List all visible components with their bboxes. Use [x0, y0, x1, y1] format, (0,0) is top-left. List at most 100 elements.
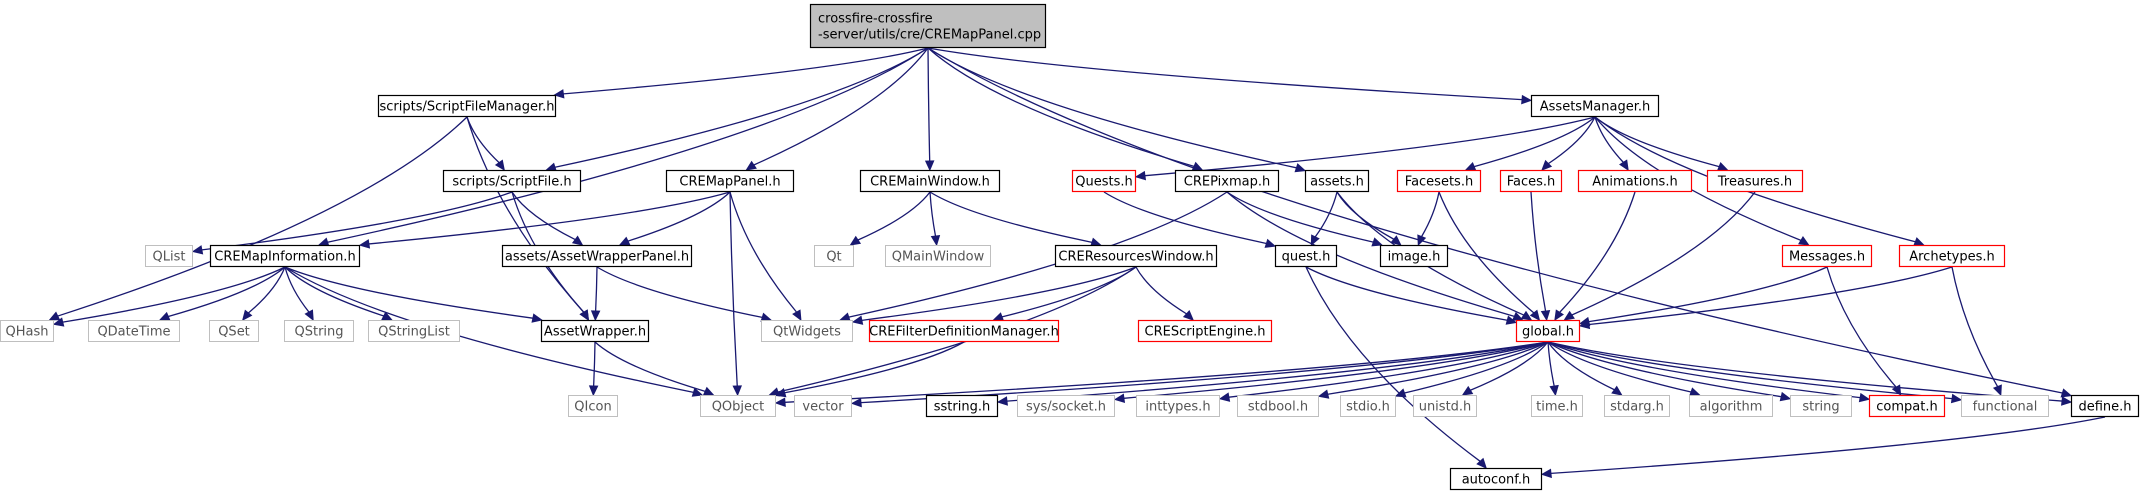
- node-cremainwindow-label: CREMainWindow.h: [870, 175, 990, 190]
- node-scriptfile[interactable]: scripts/ScriptFile.h: [442, 169, 582, 193]
- arrowhead-faces-to-global: [1540, 309, 1551, 322]
- arrowhead-archetypes-to-functional: [1992, 384, 2002, 397]
- node-creresourceswindow-label: CREResourcesWindow.h: [1058, 250, 1213, 265]
- edge-root-to-cremainwindow: [927, 47, 931, 162]
- node-cremapinformation[interactable]: CREMapInformation.h: [209, 244, 361, 268]
- node-facesets-box: [1396, 169, 1482, 193]
- node-crepixmap[interactable]: CREPixmap.h: [1174, 169, 1280, 193]
- node-qset-box: [209, 320, 259, 342]
- arrowhead-cremappanel_h-to-cremapinformation: [358, 239, 371, 249]
- edge-cremapinformation-to-qstring: [284, 266, 310, 313]
- node-vector-label: vector: [802, 400, 844, 415]
- arrowhead-global-to-time: [1549, 384, 1559, 397]
- edge-assets-to-quest: [1314, 191, 1338, 238]
- edge-assetwrapperpanel-to-assetwrapper: [594, 266, 598, 312]
- edge-assetwrapper-to-qobject: [594, 341, 706, 392]
- arrowhead-scriptfile-to-assetwrapper: [579, 309, 590, 322]
- arrowhead-cremapinformation-to-qstring: [304, 309, 314, 322]
- arrowhead-global-to-unistd: [1461, 385, 1474, 396]
- arrowhead-quest-to-autoconf: [1476, 457, 1487, 469]
- arrowhead-root-to-assetsmanager: [1521, 94, 1533, 105]
- arrowhead-global-to-algorithm: [1689, 387, 1701, 397]
- node-assets-box: [1304, 169, 1370, 193]
- edge-global-to-qobject: [784, 341, 1549, 403]
- node-crepixmap-label: CREPixmap.h: [1184, 175, 1270, 190]
- node-qstring: QString: [284, 320, 354, 342]
- node-algorithm-box: [1689, 395, 1773, 417]
- node-assetwrapperpanel[interactable]: assets/AssetWrapperPanel.h: [501, 244, 693, 268]
- arrowhead-global-to-stdbool: [1317, 389, 1330, 399]
- node-archetypes[interactable]: Archetypes.h: [1898, 244, 2006, 268]
- node-root[interactable]: crossfire-crossfire-server/utils/cre/CRE…: [809, 3, 1047, 49]
- edge-root-to-cremappanel_h: [753, 47, 929, 166]
- arrowhead-cremainwindow-to-qt: [849, 235, 862, 246]
- node-global[interactable]: global.h: [1515, 319, 1581, 343]
- node-unistd-label: unistd.h: [1419, 400, 1472, 415]
- node-syssocket: sys/socket.h: [1017, 395, 1115, 417]
- node-treasures[interactable]: Treasures.h: [1706, 169, 1804, 193]
- arrowhead-cremapinformation-to-qdatetime: [158, 311, 171, 321]
- node-stdbool-label: stdbool.h: [1248, 400, 1308, 415]
- node-scriptfile-box: [442, 169, 582, 193]
- node-qlist: QList: [145, 245, 193, 267]
- node-cremappanel_h[interactable]: CREMapPanel.h: [665, 169, 795, 193]
- arrowhead-global-to-string: [1779, 391, 1792, 402]
- arrowhead-define-to-autoconf: [1540, 468, 1552, 479]
- node-quest[interactable]: quest.h: [1274, 244, 1338, 268]
- node-define[interactable]: define.h: [2070, 394, 2140, 418]
- node-qset-label: QSet: [218, 325, 250, 340]
- node-assets[interactable]: assets.h: [1304, 169, 1370, 193]
- node-faces-label: Faces.h: [1507, 175, 1556, 190]
- node-scriptfilemanager[interactable]: scripts/ScriptFileManager.h: [377, 94, 557, 118]
- node-sstring[interactable]: sstring.h: [925, 394, 999, 418]
- edge-scriptfile-to-assetwrapperpanel: [511, 191, 576, 241]
- arrowhead-root-to-cremapinformation: [317, 237, 330, 247]
- node-archetypes-label: Archetypes.h: [1909, 250, 1995, 265]
- node-crefilterdefinitionmanager[interactable]: CREFilterDefinitionManager.h: [868, 319, 1060, 343]
- node-cremainwindow[interactable]: CREMainWindow.h: [859, 169, 1001, 193]
- node-crescriptengine[interactable]: CREScriptEngine.h: [1137, 319, 1273, 343]
- edge-root-to-assets: [927, 47, 1297, 169]
- node-quests-box: [1071, 169, 1137, 193]
- arrowhead-creresourceswindow-to-qtwidgets: [851, 315, 864, 325]
- node-assetsmanager[interactable]: AssetsManager.h: [1530, 94, 1660, 118]
- node-creresourceswindow[interactable]: CREResourcesWindow.h: [1054, 244, 1218, 268]
- node-animations[interactable]: Animations.h: [1577, 169, 1693, 193]
- node-stdio-label: stdio.h: [1346, 400, 1390, 415]
- node-define-label: define.h: [2078, 400, 2131, 415]
- node-stdarg: stdarg.h: [1604, 395, 1670, 417]
- node-qtwidgets: QtWidgets: [761, 320, 853, 342]
- node-quests[interactable]: Quests.h: [1071, 169, 1137, 193]
- node-faces-box: [1499, 169, 1563, 193]
- edge-global-to-string: [1547, 341, 1782, 398]
- node-qhash: QHash: [0, 320, 54, 342]
- node-crepixmap-box: [1174, 169, 1280, 193]
- arrowhead-crepixmap-to-image: [1371, 237, 1384, 247]
- node-scriptfile-label: scripts/ScriptFile.h: [452, 175, 571, 190]
- node-autoconf-label: autoconf.h: [1462, 473, 1531, 488]
- node-image[interactable]: image.h: [1379, 244, 1449, 268]
- node-crefilterdefinitionmanager-box: [868, 319, 1060, 343]
- edge-cremainwindow-to-creresourceswindow: [929, 191, 1093, 243]
- node-assetwrapper[interactable]: AssetWrapper.h: [540, 319, 650, 343]
- arrowhead-cremappanel_h-to-assetwrapperpanel: [618, 236, 631, 246]
- node-treasures-label: Treasures.h: [1717, 175, 1792, 190]
- node-qicon-label: QIcon: [574, 400, 611, 415]
- arrowhead-assetsmanager-to-quests: [1134, 170, 1147, 181]
- node-autoconf[interactable]: autoconf.h: [1449, 467, 1543, 491]
- node-qdatetime-box: [88, 320, 180, 342]
- edge-quests-to-quest: [1103, 191, 1267, 245]
- node-qmainwindow-label: QMainWindow: [892, 250, 985, 265]
- node-qstringlist: QStringList: [368, 320, 460, 342]
- edge-cremainwindow-to-qt: [857, 191, 931, 241]
- node-qicon: QIcon: [568, 395, 618, 417]
- node-compat[interactable]: compat.h: [1868, 394, 1946, 418]
- node-facesets[interactable]: Facesets.h: [1396, 169, 1482, 193]
- node-qt: Qt: [814, 245, 854, 267]
- arrowhead-global-to-sstring: [996, 396, 1008, 406]
- arrowhead-cremappanel_h-to-qobject: [732, 385, 742, 397]
- node-messages[interactable]: Messages.h: [1781, 244, 1873, 268]
- node-faces[interactable]: Faces.h: [1499, 169, 1563, 193]
- arrowhead-global-to-syssocket: [1113, 393, 1126, 403]
